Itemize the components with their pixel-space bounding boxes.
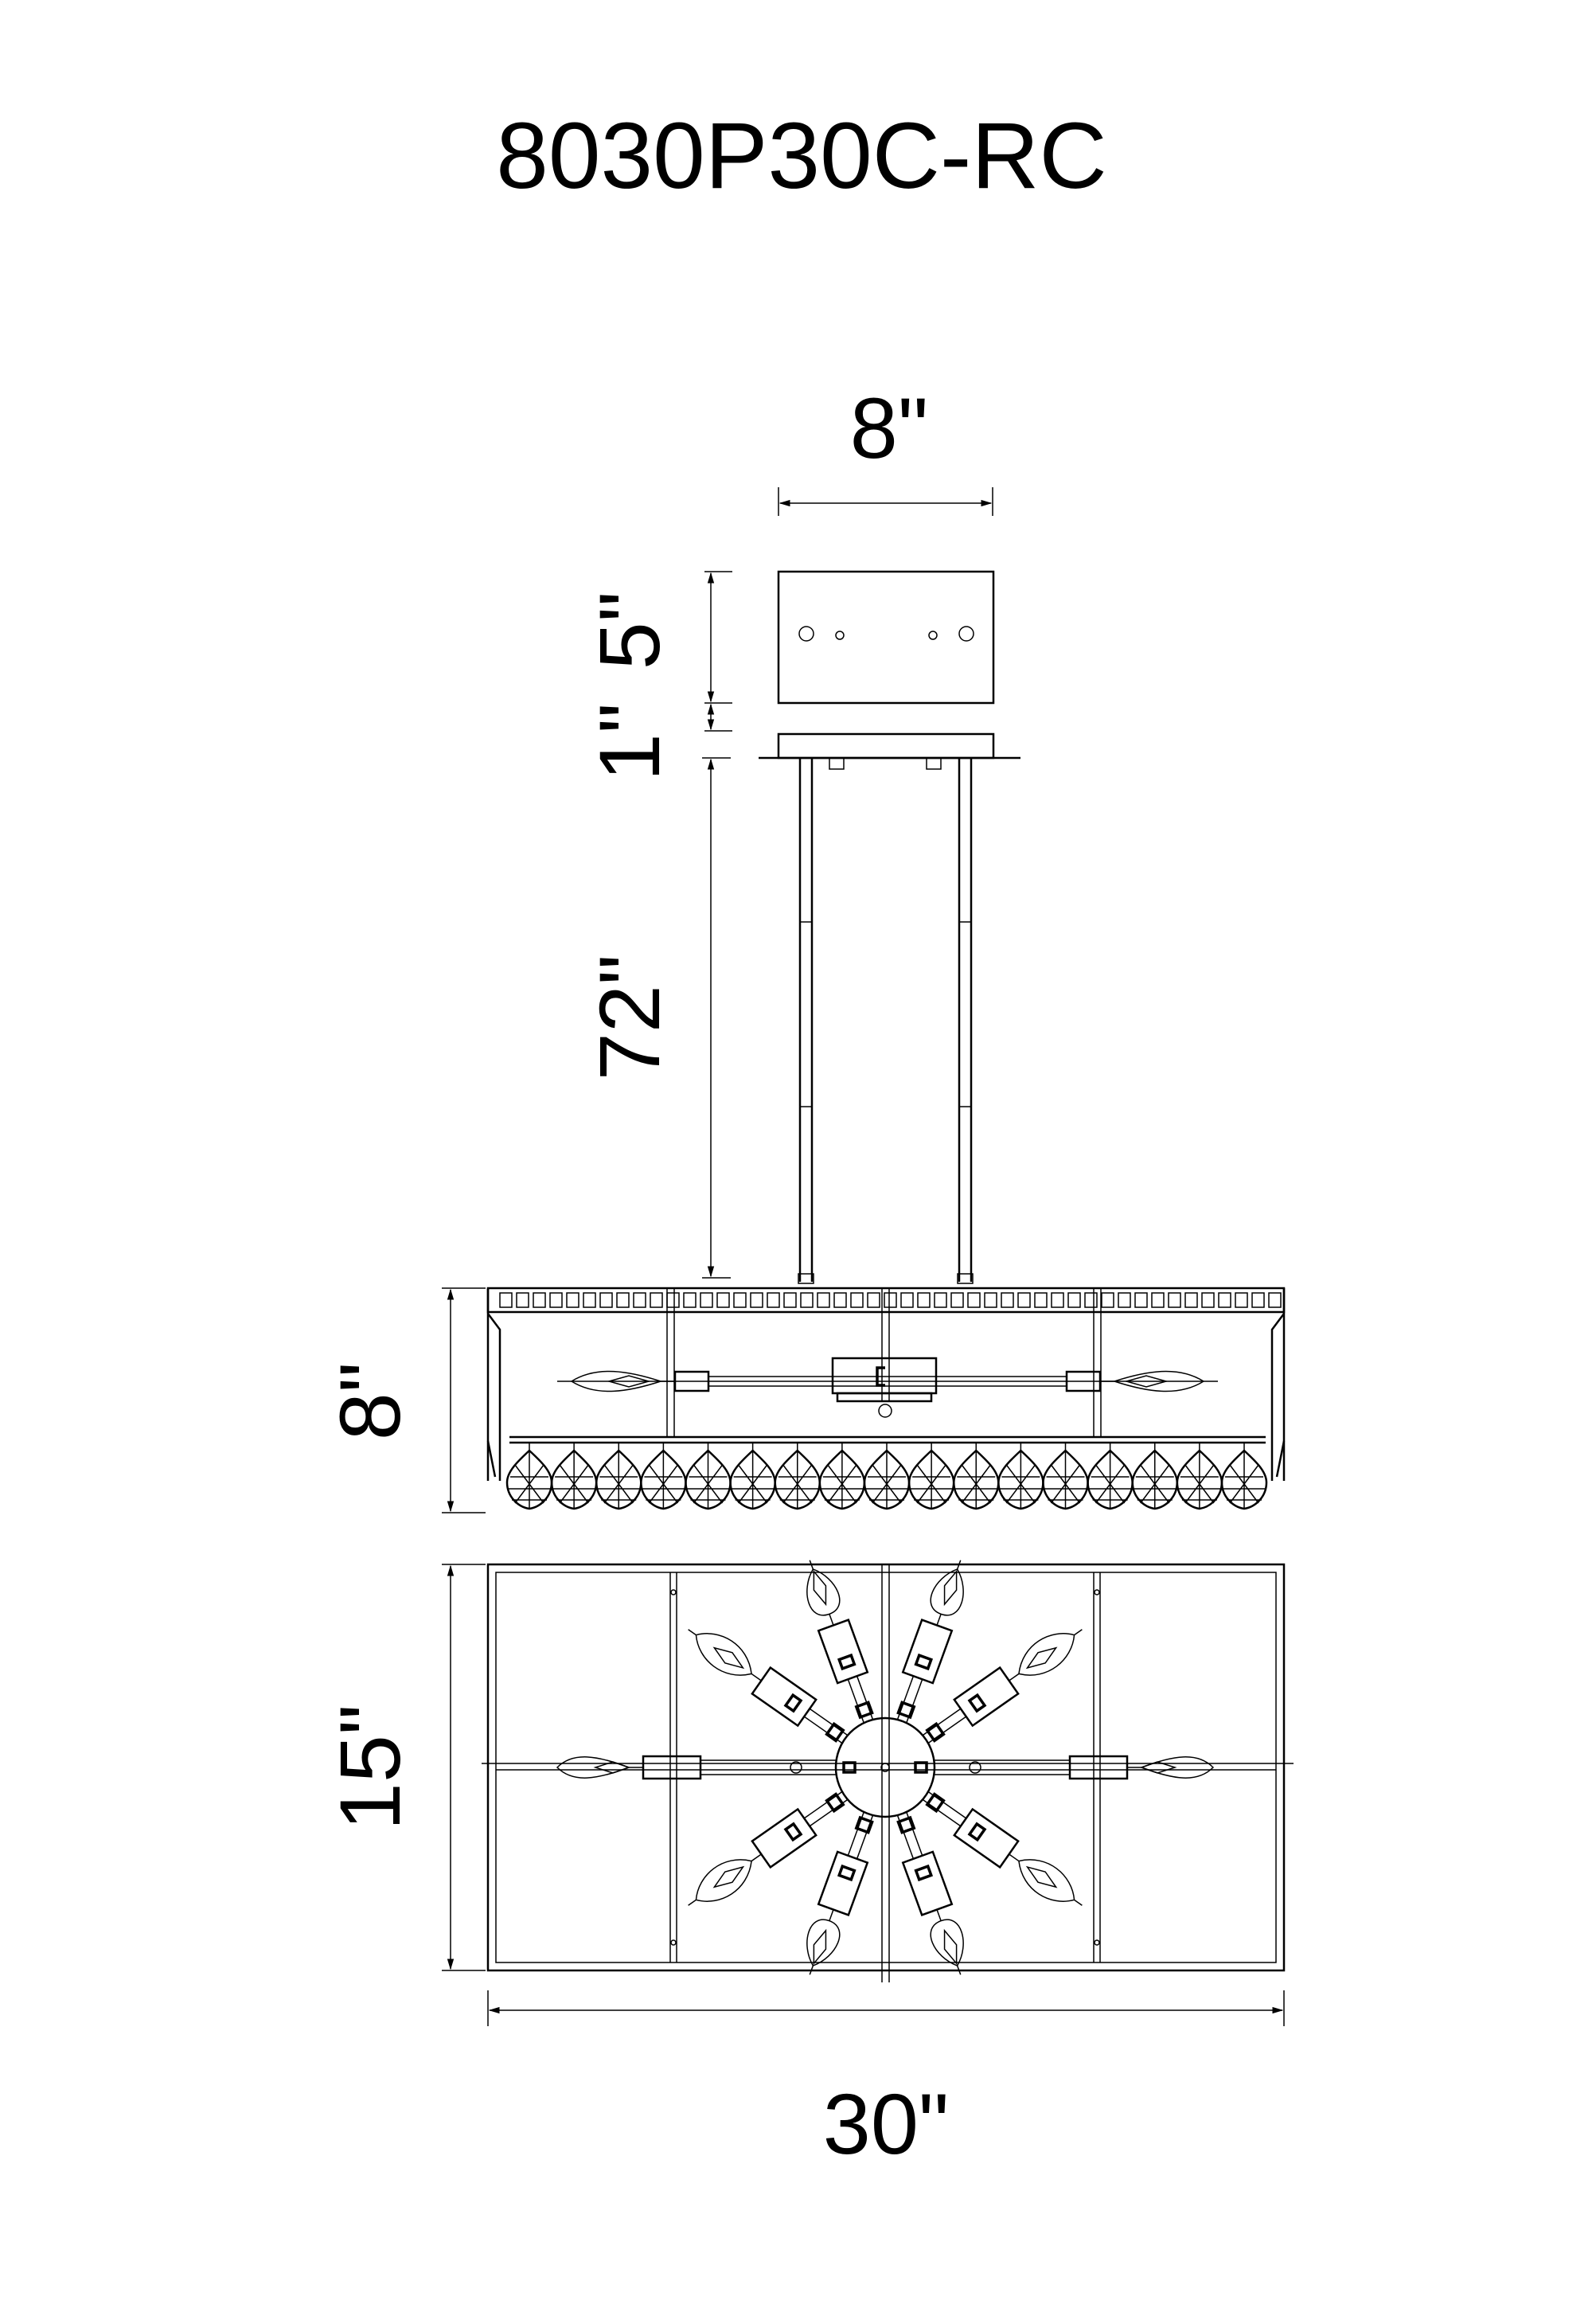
radial-bulb [806,1560,874,1724]
hanging-crystal [595,1443,642,1510]
band-crystal [700,1292,713,1308]
band-crystal [1251,1292,1265,1308]
body-depth-dimension: 15" [322,1564,486,1971]
hanging-crystal [1176,1443,1223,1510]
body-height-dimension: 8" [322,1287,486,1513]
band-crystal [950,1292,964,1308]
band-crystal [733,1292,747,1308]
hanging-crystal [1042,1443,1089,1510]
body-height-label: 8" [322,1362,418,1440]
hanging-crystal [640,1443,687,1510]
canopy-height-dimension: 5" [581,571,732,704]
band-crystal [833,1292,847,1308]
hanging-crystal [505,1443,553,1510]
radial-bulb [896,1560,964,1724]
band-crystal [1134,1292,1148,1308]
band-crystal [1101,1292,1114,1308]
radial-bulb [688,1791,849,1906]
band-crystal [1084,1292,1098,1308]
band-crystal [850,1292,864,1308]
canopy-plate-label: 1" [581,703,677,781]
band-crystal [583,1292,596,1308]
hanging-crystal [952,1443,1000,1510]
band-crystal [499,1292,513,1308]
band-crystal [650,1292,663,1308]
band-crystal [934,1292,947,1308]
band-crystal [1067,1292,1081,1308]
canopy-width-label: 8" [850,380,928,476]
band-crystal [633,1292,646,1308]
band-crystal [1034,1292,1048,1308]
body-width-label: 30" [823,2076,949,2172]
radial-bulb [806,1811,874,1975]
hanging-crystal [550,1443,598,1510]
band-crystal [616,1292,630,1308]
hanging-crystal [863,1443,911,1510]
hanging-crystal [1087,1443,1134,1510]
band-crystal [1168,1292,1181,1308]
fixture-top-view [482,1560,1294,1982]
band-crystal [683,1292,697,1308]
hanging-crystal [685,1443,732,1510]
band-crystal [1151,1292,1165,1308]
band-crystal [1118,1292,1131,1308]
hanging-crystal [1220,1443,1268,1510]
band-crystal [599,1292,613,1308]
band-crystal [750,1292,763,1308]
band-crystal [917,1292,931,1308]
band-crystal [817,1292,830,1308]
band-crystal [1218,1292,1231,1308]
body-width-dimension: 30" [487,1990,1285,2172]
hanging-crystal [729,1443,776,1510]
band-crystal [716,1292,730,1308]
hanging-crystal [774,1443,821,1510]
radial-bulb [896,1811,964,1975]
band-crystal [566,1292,579,1308]
rod-length-label: 72" [581,955,677,1080]
radial-bulb [922,1629,1083,1744]
mounting-plate [759,732,1020,770]
band-crystal [1001,1292,1014,1308]
radial-bulb [922,1791,1083,1906]
hanging-crystal [907,1443,955,1510]
canopy [777,570,995,705]
hanging-crystal [818,1443,866,1510]
band-crystal [1051,1292,1064,1308]
model-number: 8030P30C-RC [496,103,1106,209]
band-crystal [666,1292,680,1308]
band-crystal [1235,1292,1248,1308]
band-crystal [984,1292,997,1308]
body-depth-label: 15" [322,1705,418,1830]
band-crystal [867,1292,880,1308]
band-crystal [783,1292,797,1308]
hanging-crystal [1131,1443,1179,1510]
band-crystal [967,1292,981,1308]
suspension-rods [798,758,974,1284]
band-crystal [900,1292,914,1308]
band-crystal [1268,1292,1282,1308]
hanging-crystal [997,1443,1044,1510]
band-crystal [1201,1292,1215,1308]
band-crystal [767,1292,780,1308]
band-crystal [884,1292,897,1308]
rod-length-dimension: 72" [581,757,731,1279]
band-crystal [516,1292,529,1308]
band-crystal [549,1292,563,1308]
canopy-height-label: 5" [581,592,677,670]
band-crystal [800,1292,814,1308]
band-crystal [1017,1292,1031,1308]
band-crystal [1184,1292,1198,1308]
canopy-width-dimension: 8" [778,380,993,516]
radial-bulb [688,1629,849,1744]
band-crystal [533,1292,546,1308]
canopy-plate-dimension: 1" [581,703,732,781]
fixture-side-view [486,1287,1286,1510]
